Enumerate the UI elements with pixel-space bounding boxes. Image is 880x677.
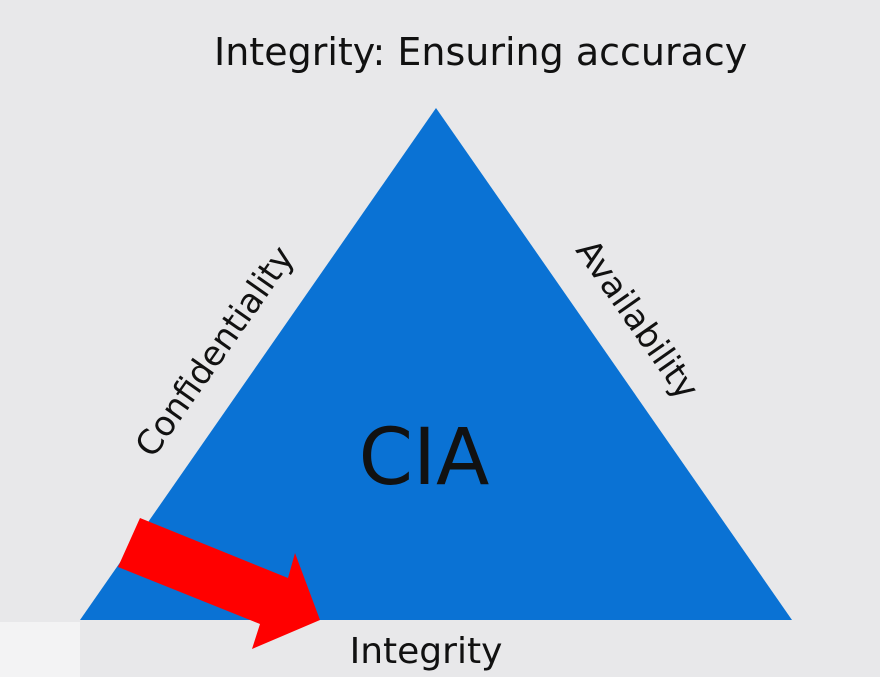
highlight-arrow bbox=[118, 518, 320, 649]
cia-triangle bbox=[80, 108, 792, 620]
page-title: Integrity: Ensuring accuracy bbox=[214, 30, 748, 74]
center-label: CIA bbox=[359, 413, 490, 503]
corner-panel bbox=[0, 622, 80, 677]
bottom-side-label: Integrity bbox=[350, 631, 503, 672]
